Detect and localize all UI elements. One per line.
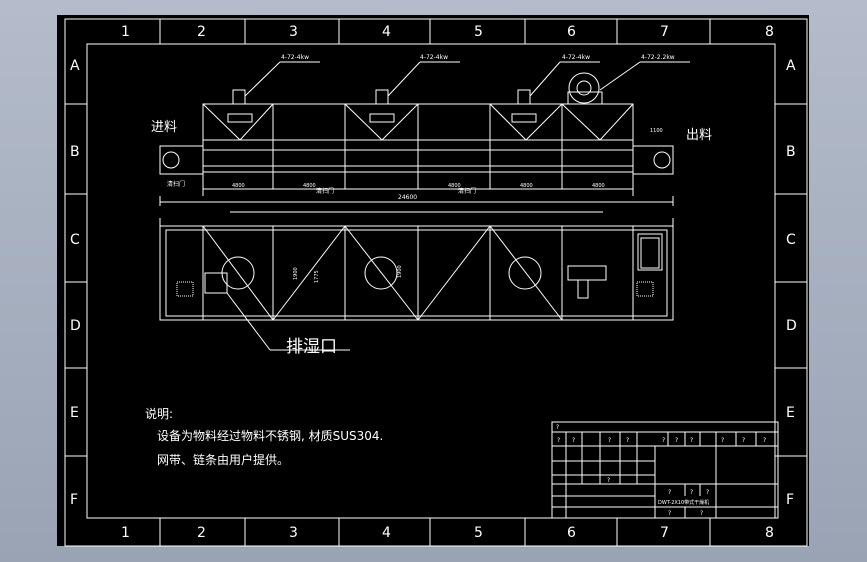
svg-text:4800: 4800 [592, 183, 605, 189]
svg-text:排湿口: 排湿口 [286, 337, 337, 357]
svg-text:说明:: 说明: [145, 406, 173, 421]
svg-text:设备为物料经过物料不锈钢, 材质SUS304.: 设备为物料经过物料不锈钢, 材质SUS304. [157, 429, 383, 443]
svg-text:1900: 1900 [397, 265, 403, 278]
column-labels-top: 1 2 3 4 5 6 7 8 [121, 24, 774, 40]
svg-text:C: C [786, 232, 796, 248]
svg-text:1100: 1100 [650, 128, 663, 134]
svg-text:进料: 进料 [151, 120, 177, 135]
svg-text:?: ? [608, 437, 611, 444]
svg-text:1: 1 [121, 525, 130, 541]
svg-text:?: ? [626, 437, 629, 444]
svg-text:?: ? [700, 510, 703, 517]
svg-text:清扫门: 清扫门 [167, 180, 185, 188]
svg-text:4: 4 [382, 24, 391, 40]
svg-text:?: ? [668, 489, 671, 496]
svg-text:5: 5 [474, 525, 483, 541]
svg-text:6: 6 [567, 24, 576, 40]
svg-text:?: ? [607, 477, 610, 484]
svg-text:?: ? [721, 437, 724, 444]
svg-text:24600: 24600 [398, 194, 417, 201]
svg-text:?: ? [572, 437, 575, 444]
svg-text:D: D [70, 318, 81, 334]
svg-text:出料: 出料 [686, 128, 712, 143]
svg-text:7: 7 [660, 525, 669, 541]
svg-text:4800: 4800 [303, 183, 316, 189]
svg-text:2: 2 [197, 24, 206, 40]
svg-text:D: D [786, 318, 797, 334]
svg-text:4-72-4kw: 4-72-4kw [420, 54, 448, 61]
svg-text:?: ? [690, 489, 693, 496]
svg-text:F: F [786, 492, 794, 508]
svg-text:1900: 1900 [293, 267, 299, 280]
svg-text:?: ? [742, 437, 745, 444]
svg-text:清扫门: 清扫门 [458, 187, 476, 195]
svg-text:?: ? [556, 424, 559, 431]
svg-text:B: B [786, 144, 796, 160]
svg-text:4800: 4800 [232, 183, 245, 189]
row-labels-left: A B C D E F [70, 58, 81, 508]
svg-text:C: C [70, 232, 80, 248]
top-zone-ticks [159, 19, 711, 44]
svg-text:4800: 4800 [520, 183, 533, 189]
svg-text:2: 2 [197, 525, 206, 541]
svg-text:3: 3 [289, 24, 298, 40]
svg-text:8: 8 [765, 525, 774, 541]
svg-text:8: 8 [765, 24, 774, 40]
svg-text:6: 6 [567, 525, 576, 541]
svg-text:1: 1 [121, 24, 130, 40]
svg-text:DWT-2X10带式干燥机: DWT-2X10带式干燥机 [658, 499, 709, 506]
bottom-zone-ticks [159, 518, 711, 546]
svg-text:A: A [70, 58, 80, 74]
svg-text:4-72-2.2kw: 4-72-2.2kw [641, 54, 675, 61]
row-labels-right: A B C D E F [786, 58, 797, 508]
title-block [551, 421, 779, 519]
svg-text:B: B [70, 144, 80, 160]
svg-text:5: 5 [474, 24, 483, 40]
svg-text:4-72-4kw: 4-72-4kw [562, 54, 590, 61]
svg-text:?: ? [763, 437, 766, 444]
svg-text:?: ? [706, 489, 709, 496]
svg-text:4: 4 [382, 525, 391, 541]
svg-text:网带、链条由用户提供。: 网带、链条由用户提供。 [157, 452, 289, 467]
svg-text:4800: 4800 [448, 183, 461, 189]
plan-labels: 1900 1775 1900 排湿口 [286, 265, 403, 357]
svg-text:?: ? [662, 437, 665, 444]
side-zone-ticks [65, 103, 807, 457]
notes: 说明: 设备为物料经过物料不锈钢, 材质SUS304. 网带、链条由用户提供。 [145, 406, 383, 467]
svg-text:7: 7 [660, 24, 669, 40]
svg-text:?: ? [557, 437, 560, 444]
svg-text:?: ? [690, 437, 693, 444]
svg-text:?: ? [675, 437, 678, 444]
elevation-view [159, 61, 690, 206]
svg-text:1775: 1775 [314, 270, 320, 283]
svg-text:3: 3 [289, 525, 298, 541]
column-labels-bottom: 1 2 3 4 5 6 7 8 [121, 525, 774, 541]
svg-text:清扫门: 清扫门 [316, 187, 334, 195]
svg-text:A: A [786, 58, 796, 74]
title-block-text: ? ? ? ? ? ? ? ? ? ? ? ? ? ? ? DWT-2X10带式… [556, 424, 766, 517]
plan-view [159, 211, 674, 351]
svg-text:F: F [70, 492, 78, 508]
svg-text:E: E [70, 405, 79, 421]
svg-text:4-72-4kw: 4-72-4kw [281, 54, 309, 61]
elevation-labels: 4-72-4kw 4-72-4kw 4-72-4kw 4-72-2.2kw 进料… [151, 54, 712, 201]
svg-text:?: ? [668, 510, 671, 517]
svg-text:E: E [786, 405, 795, 421]
